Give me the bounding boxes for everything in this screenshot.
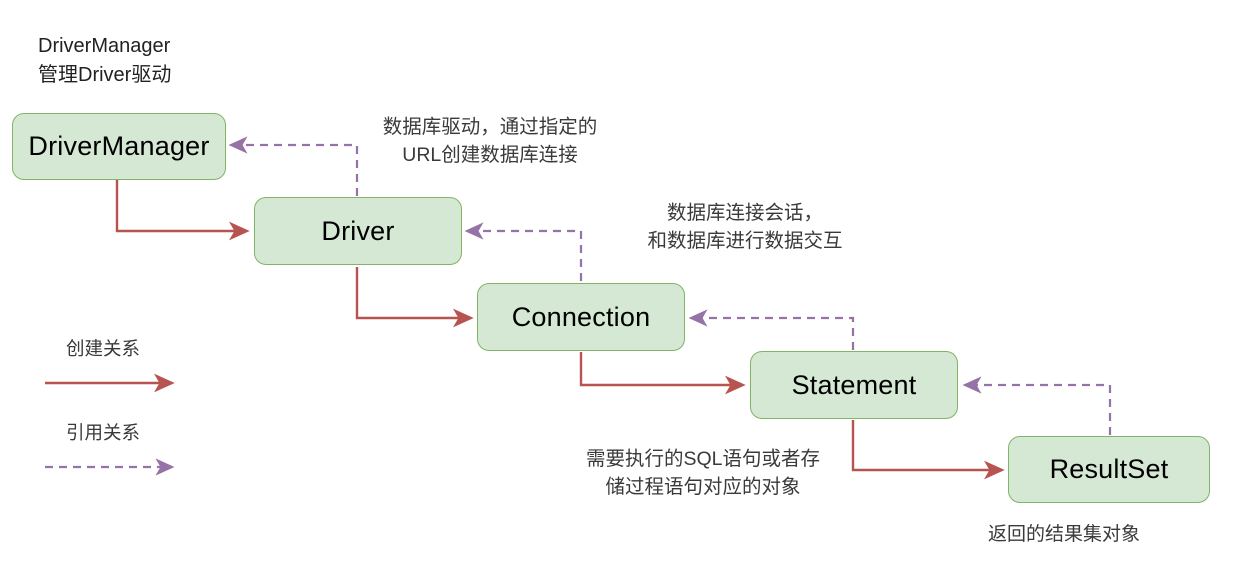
node-statement[interactable]: Statement <box>750 351 958 419</box>
node-driver[interactable]: Driver <box>254 197 462 265</box>
node-result-set-label: ResultSet <box>1049 454 1169 484</box>
edge-statement-to-connection <box>688 309 855 350</box>
note-driver: 数据库驱动，通过指定的 URL创建数据库连接 <box>382 116 598 166</box>
edge-driver-to-connection <box>355 267 474 328</box>
note-connection: 数据库连接会话， 和数据库进行数据交互 <box>647 202 843 252</box>
legend-label-create: 创建关系 <box>66 338 141 359</box>
edge-connection-to-statement <box>579 352 746 395</box>
edge-statement-to-result-set <box>851 420 1005 480</box>
node-driver-label: Driver <box>321 215 395 246</box>
edge-driver-to-driver-manager <box>228 136 359 196</box>
node-connection-label: Connection <box>511 301 651 332</box>
note-statement: 需要执行的SQL语句或者存 储过程语句对应的对象 <box>585 448 821 498</box>
edge-result-set-to-statement <box>962 376 1112 435</box>
node-driver-manager[interactable]: DriverManager <box>12 113 226 180</box>
driver-manager-title-note: DriverManager 管理Driver驱动 <box>38 35 172 86</box>
edge-connection-to-driver <box>464 222 583 281</box>
caption-result-set: 返回的结果集对象 <box>988 524 1141 545</box>
edge-driver-manager-to-driver <box>115 180 250 241</box>
node-result-set[interactable]: ResultSet <box>1008 436 1210 503</box>
node-driver-manager-label: DriverManager <box>28 131 210 161</box>
node-connection[interactable]: Connection <box>477 283 685 351</box>
node-statement-label: Statement <box>791 369 917 400</box>
legend-label-reference: 引用关系 <box>66 422 141 443</box>
